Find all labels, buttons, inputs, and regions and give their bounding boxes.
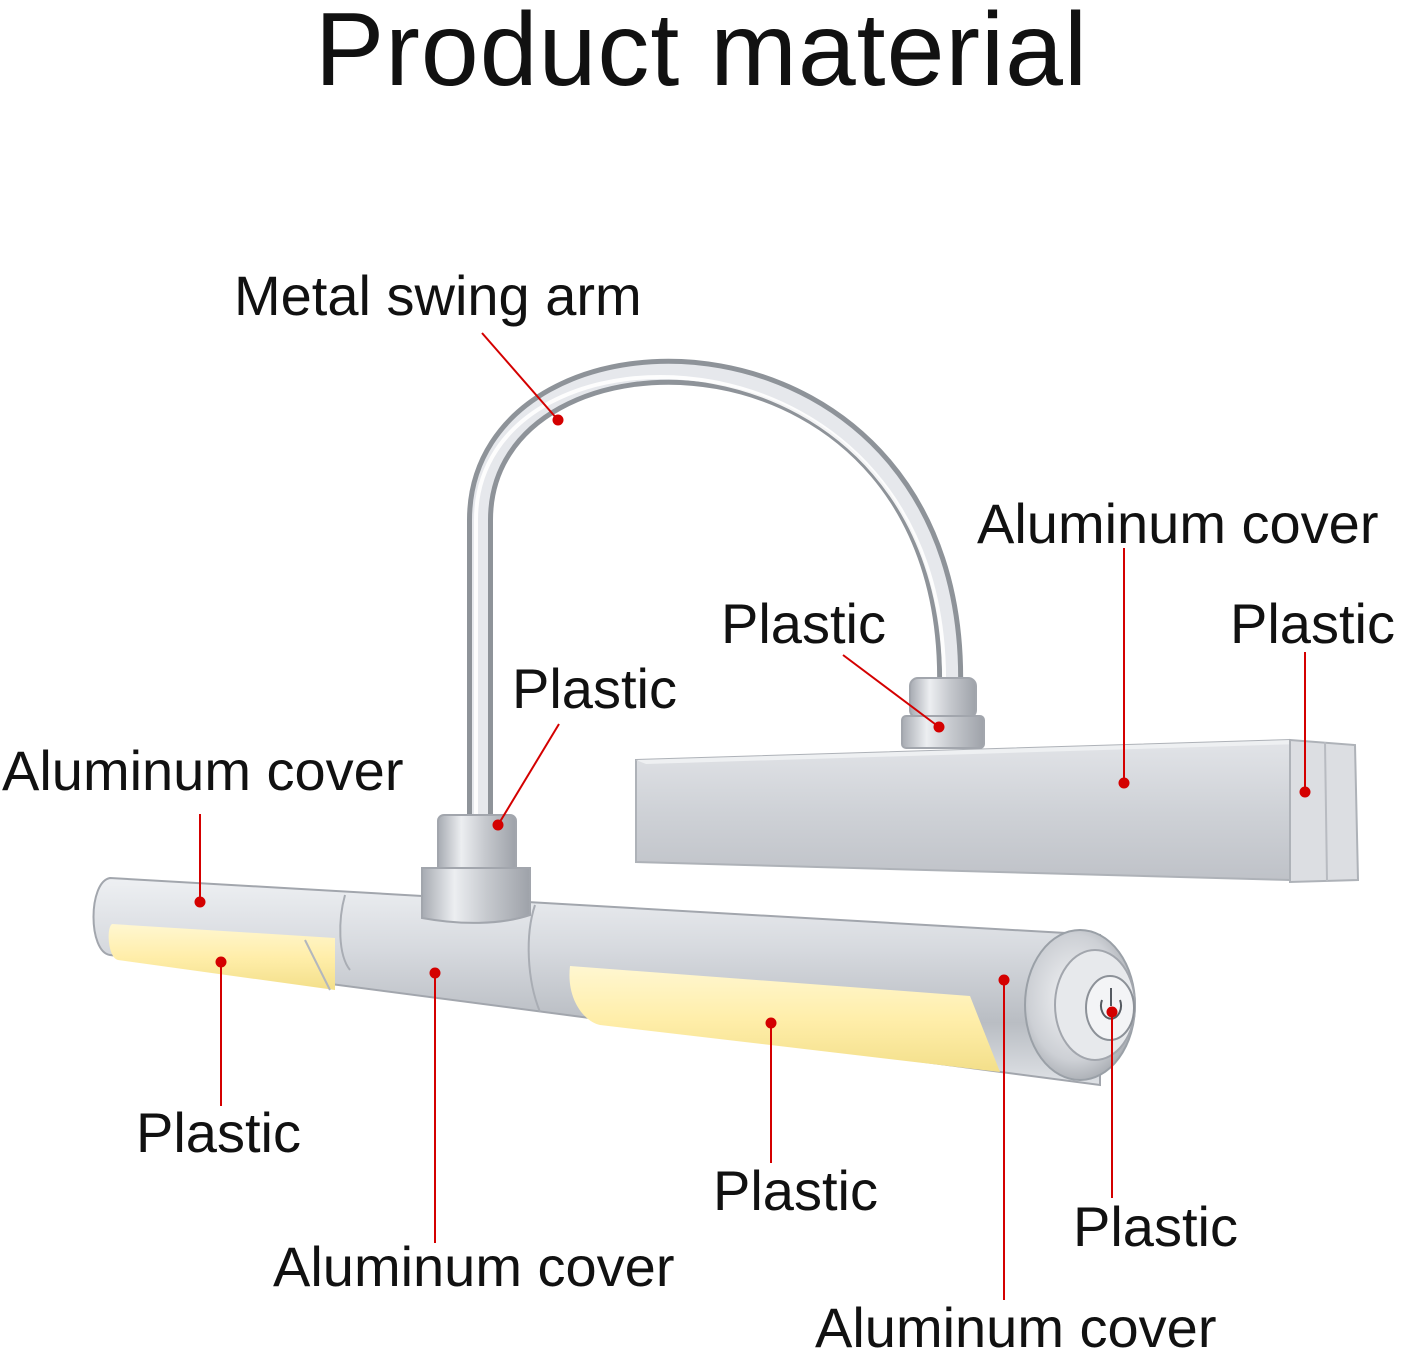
leader-lines [194, 332, 1311, 1300]
label-plastic-switch: Plastic [1073, 1195, 1238, 1258]
dot-plastic-center-light [765, 1017, 777, 1029]
dot-plastic-left-joint [492, 819, 504, 831]
label-metal-swing-arm: Metal swing arm [234, 264, 642, 327]
dot-aluminum-right-end [998, 974, 1010, 986]
leader-plastic-right-joint [842, 654, 940, 728]
label-aluminum-cover-right-end: Aluminum cover [815, 1296, 1217, 1359]
main-light-tube [92, 876, 1136, 1087]
label-plastic-arm-right-joint: Plastic [721, 592, 886, 655]
label-plastic-top-right: Plastic [1230, 592, 1395, 655]
label-aluminum-cover-left: Aluminum cover [2, 739, 404, 802]
dot-aluminum-center [429, 967, 441, 979]
leader-metal-swing-arm [481, 332, 559, 421]
label-aluminum-cover-top-right: Aluminum cover [977, 492, 1379, 555]
right-aluminum-box [635, 738, 1360, 884]
dot-plastic-left-light [215, 956, 227, 968]
label-aluminum-cover-center: Aluminum cover [273, 1235, 675, 1298]
label-plastic-center-light: Plastic [713, 1159, 878, 1222]
dot-aluminum-left [194, 896, 206, 908]
dot-plastic-right-joint [933, 721, 945, 733]
label-plastic-arm-left-joint: Plastic [512, 657, 677, 720]
dot-plastic-top-right [1299, 786, 1311, 798]
right-arm-joint [901, 677, 985, 749]
label-plastic-left-light: Plastic [136, 1101, 301, 1164]
dot-plastic-switch [1106, 1006, 1118, 1018]
left-arm-joint [421, 814, 531, 924]
dot-metal-swing-arm [552, 414, 564, 426]
leader-plastic-left-joint [497, 723, 560, 826]
dot-aluminum-top-right [1118, 777, 1130, 789]
page-title: Product material [314, 0, 1089, 108]
metal-swing-arm [467, 358, 964, 843]
